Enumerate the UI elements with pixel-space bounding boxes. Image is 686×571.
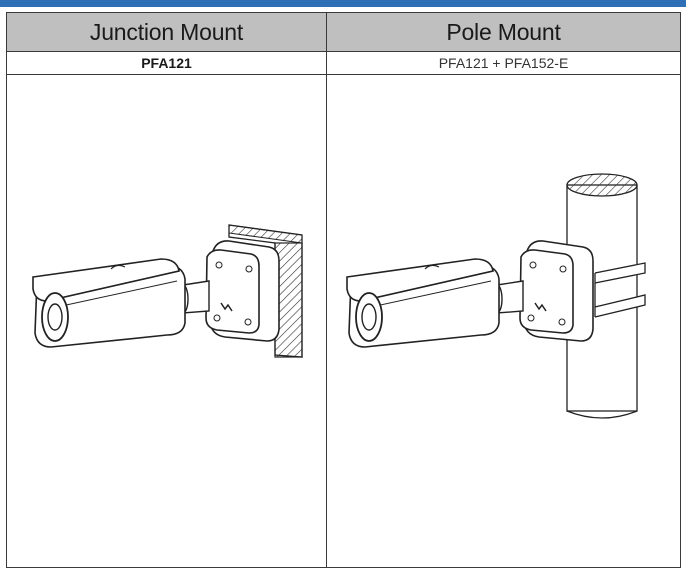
illustration-row [6,74,681,568]
junction-box [519,240,594,342]
junction-illustration-cell [6,74,327,568]
junction-model-cell: PFA121 [6,51,327,75]
pole-mount-illustration [346,173,646,419]
pole [566,173,638,419]
pole-straps [594,262,646,318]
junction-box [205,240,280,342]
junction-mount-illustration [32,224,303,358]
header-row: Junction Mount Pole Mount [6,12,681,52]
mount-table: Junction Mount Pole Mount PFA121 PFA121 … [6,12,681,568]
pole-illustration-cell [326,74,681,568]
pole-model-cell: PFA121 + PFA152-E [326,51,681,75]
pole-mount-header: Pole Mount [326,12,681,52]
bullet-camera [346,258,500,348]
model-row: PFA121 PFA121 + PFA152-E [6,51,681,75]
bullet-camera [32,258,186,348]
top-accent-bar [0,0,686,7]
junction-mount-header: Junction Mount [6,12,327,52]
